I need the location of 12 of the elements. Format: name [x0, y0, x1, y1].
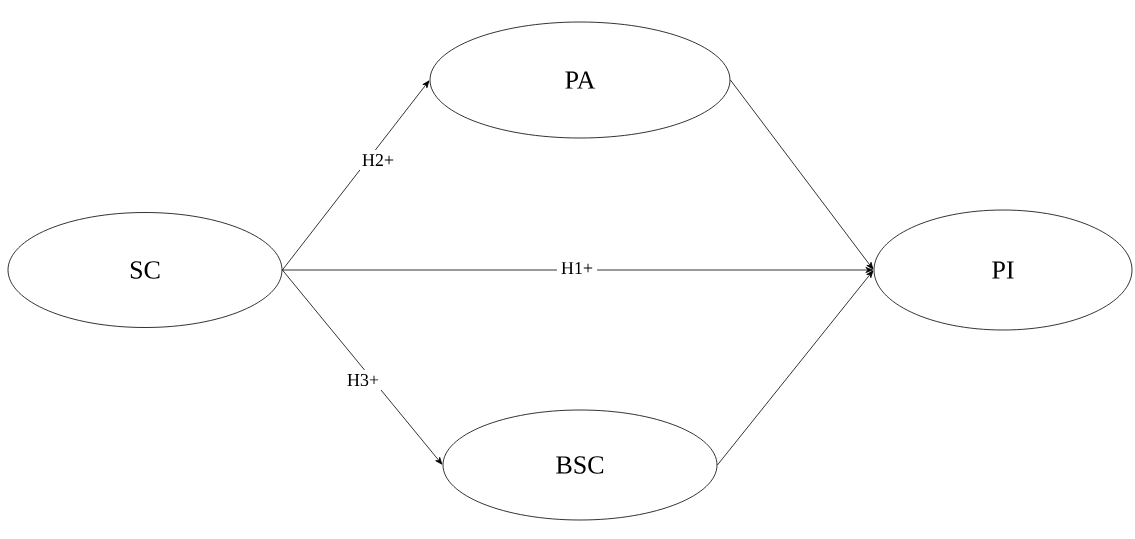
ellipse-node: PI: [873, 209, 1133, 331]
arrow: [717, 270, 874, 466]
arrow: [282, 80, 430, 271]
edge-label: H1+: [556, 258, 598, 278]
ellipse-node: PA: [429, 21, 731, 139]
arrow: [282, 267, 873, 273]
edge-label: H2+: [357, 150, 399, 170]
arrow: [282, 269, 443, 465]
ellipse-node: SC: [7, 212, 283, 328]
edge-label: H3+: [342, 369, 384, 391]
arrow: [730, 79, 874, 270]
ellipse-node: BSC: [442, 409, 718, 521]
